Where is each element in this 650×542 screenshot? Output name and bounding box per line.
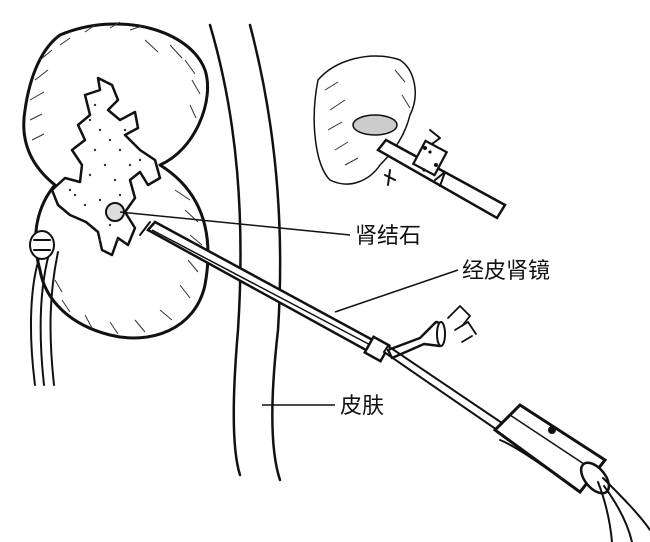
nephroscope-handle (492, 403, 611, 495)
stipple-dot (88, 118, 92, 122)
hatch-stroke (59, 37, 71, 46)
label-skin: 皮肤 (340, 394, 384, 419)
stipple-dot (68, 188, 72, 192)
hatch-stroke (29, 91, 45, 101)
label-kidney-stone: 肾结石 (355, 224, 421, 249)
stipple-dot (98, 238, 102, 242)
stipple-dot (98, 128, 102, 132)
kidney-outline (22, 22, 210, 340)
leader-kidney-stone (119, 211, 351, 236)
hatch-stroke (84, 314, 93, 329)
hatch-stroke (187, 259, 199, 273)
leader-nephroscope (334, 269, 459, 313)
stipple-dot (128, 163, 132, 167)
stipple-dot (73, 193, 77, 197)
hatch-stroke (61, 299, 71, 313)
hatch-stroke (179, 284, 191, 299)
stipple-dot (118, 148, 122, 152)
pelvis-stipple (68, 103, 142, 242)
stipple-dot (123, 128, 127, 132)
ureter-vessels (29, 230, 59, 386)
hatch-stroke (29, 113, 43, 121)
hatch-stroke (184, 59, 196, 75)
stipple-dot (93, 103, 97, 107)
inset-hatch-stroke (344, 157, 359, 166)
stipple-dot (118, 193, 122, 197)
inset-hatch-stroke (327, 121, 343, 131)
hatch-stroke (134, 319, 146, 333)
stipple-dot (108, 138, 112, 142)
stipple-dot (88, 173, 92, 177)
stipple-dot (98, 198, 102, 202)
kidney-shading (29, 21, 203, 335)
renal-pelvis (50, 76, 162, 257)
hand-sketch (447, 305, 477, 343)
stipple-dot (103, 163, 107, 167)
inset-hatch-stroke (394, 69, 406, 83)
inset-hatch-stroke (401, 94, 411, 109)
nephroscope-instrument (139, 220, 650, 542)
body-wall-lines (208, 23, 282, 482)
hatch-stroke (39, 49, 53, 61)
inset-detail (313, 55, 507, 220)
hatch-stroke (189, 104, 197, 119)
inset-hatch-stroke (324, 81, 339, 91)
stipple-dot (83, 203, 87, 207)
stipple-dot (108, 223, 112, 227)
hatch-stroke (109, 21, 121, 29)
hatch-stroke (84, 24, 96, 33)
stipple-dot (93, 148, 97, 152)
stipple-dot (138, 158, 142, 162)
hatch-stroke (129, 25, 143, 31)
inset-hatch-stroke (334, 141, 349, 151)
hatch-stroke (189, 234, 203, 246)
stipple-dot (116, 238, 120, 242)
hatch-stroke (191, 79, 201, 95)
hatch-stroke (144, 39, 159, 53)
hatch-stroke (31, 133, 45, 141)
hatch-stroke (109, 321, 119, 335)
inset-hatch-stroke (329, 99, 346, 111)
hatch-stroke (174, 189, 191, 201)
label-nephroscope: 经皮肾镜 (462, 259, 550, 284)
stipple-dot (113, 178, 117, 182)
hatch-stroke (34, 69, 49, 81)
hatch-stroke (159, 309, 173, 321)
hatch-stroke (54, 279, 63, 293)
hatch-stroke (169, 44, 183, 59)
